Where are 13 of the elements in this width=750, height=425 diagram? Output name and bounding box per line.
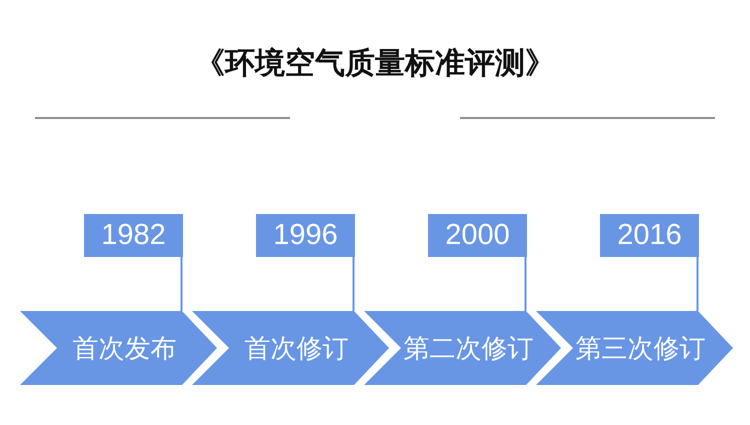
year-flag: 2016 [600,214,699,257]
title: 《环境空气质量标准评测》 [195,46,555,82]
chevron-step: 首次修订 [192,311,389,385]
flag-pole [180,257,182,311]
flag-pole [696,257,698,311]
year-flag: 1996 [256,214,355,257]
chevron-step: 第二次修订 [364,311,561,385]
year-flag: 2000 [428,214,527,257]
chevron-step: 第三次修订 [536,311,733,385]
year-flag: 1982 [84,214,183,257]
flag-pole [352,257,354,311]
flag-pole [524,257,526,311]
chevron-step: 首次发布 [20,311,217,385]
